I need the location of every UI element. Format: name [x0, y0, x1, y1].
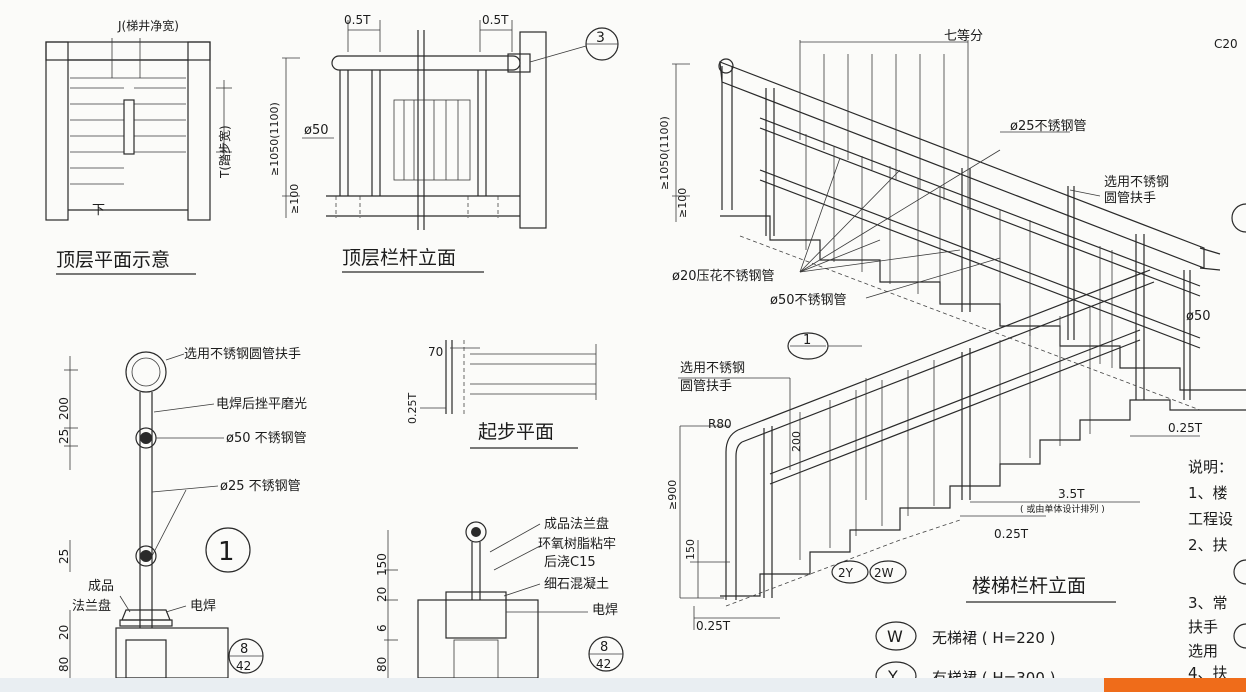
top-plan-view: J(梯井净宽) T(踏步宽) 下 顶层平面示意 [45, 18, 232, 275]
start-dim-025t: 0.25T [406, 393, 419, 424]
note-line-2: 工程设 [1188, 510, 1233, 528]
fine-concrete-label: 细石混凝土 [544, 576, 609, 592]
section-dim-20: 20 [57, 625, 71, 640]
top-plan-title: 顶层平面示意 [56, 249, 170, 271]
r80-label: R80 [708, 417, 732, 431]
dim-025t-left: 0.25T [696, 619, 731, 633]
top-railing-elevation: 0.5T 0.5T ≥1050(1100) ≥100 ø50 3 顶层栏杆立面 [268, 13, 619, 273]
embossed-tube-label: ø20压花不锈钢管 [672, 268, 775, 284]
flange-label-1: 成品 [88, 579, 114, 594]
handrail-label-1: 选用不锈钢 [1104, 175, 1169, 190]
base-dim-6: 6 [375, 624, 389, 632]
svg-text:W: W [887, 627, 903, 646]
tube-50-label: ø50不锈钢管 [770, 293, 847, 308]
dim-half-t-right: 0.5T [482, 13, 509, 27]
dia-50-label: ø50 [304, 123, 329, 138]
svg-text:42: 42 [236, 659, 251, 673]
base-dim-20: 20 [375, 587, 389, 602]
accent-button[interactable] [1104, 678, 1246, 692]
note-line-7: 4、扶 [1188, 664, 1228, 682]
stair-railing-elevation: 七等分 ø25不锈钢管 选用不锈钢 圆管扶手 ø20压花不锈钢管 ø50不锈钢管… [658, 28, 1246, 633]
handrail-section: 选用不锈钢圆管扶手 电焊后挫平磨光 ø50 不锈钢管 ø25 不锈钢管 200 … [57, 347, 307, 679]
ref-8-42-right: 8 42 [588, 636, 624, 672]
svg-text:1: 1 [218, 537, 235, 567]
section-tube-50-label: ø50 不锈钢管 [226, 431, 307, 446]
dim-35t: 3.5T [1058, 487, 1085, 501]
base-flange-label: 成品法兰盘 [544, 516, 609, 532]
callout-1-stair: 1 [787, 332, 862, 360]
epoxy-label: 环氧树脂粘牢 [538, 537, 616, 552]
start-plan-title: 起步平面 [478, 421, 554, 443]
callout-3: 3 [529, 27, 619, 63]
tag-2w: 2W [869, 560, 907, 584]
svg-text:8: 8 [600, 640, 608, 655]
callout-1-section: 1 [205, 527, 251, 573]
note-line-5: 扶手 [1188, 618, 1218, 636]
section-dim-25b: 25 [57, 549, 71, 564]
notes: 说明： 1、楼 工程设 2、扶 3、常 扶手 选用 4、扶 [1188, 203, 1246, 682]
seven-equal-parts-label: 七等分 [944, 28, 983, 44]
flange-label-2: 法兰盘 [72, 598, 111, 614]
top-rail-title: 顶层栏杆立面 [342, 247, 456, 269]
section-dim-80: 80 [57, 657, 71, 672]
base-dim-150: 150 [375, 553, 389, 576]
dim-150: 150 [684, 539, 697, 560]
section-handrail-label: 选用不锈钢圆管扶手 [184, 347, 301, 362]
svg-text:2Y: 2Y [838, 566, 854, 580]
dim-half-t-left: 0.5T [344, 13, 371, 27]
tag-2y: 2Y [831, 560, 869, 584]
tread-width-label: T(踏步宽) [217, 125, 232, 179]
stair-rail-title: 楼梯栏杆立面 [972, 575, 1086, 597]
dim-025t-mid: 0.25T [994, 527, 1029, 541]
legend-item-w: W 无梯裙 ( H=220 ) [875, 621, 1056, 651]
dim-900: ≥900 [666, 480, 679, 510]
dim-rail-height: ≥1050(1100) [268, 102, 281, 176]
note-line-3: 2、扶 [1188, 536, 1228, 554]
start-plan-view: 70 0.25T 起步平面 [406, 340, 597, 449]
svg-text:3: 3 [596, 30, 605, 46]
bottom-toolbar-strip [0, 678, 1246, 692]
ref-8-42-left: 8 42 [228, 638, 264, 674]
svg-text:1: 1 [803, 333, 811, 348]
top-right-code: C20 [1214, 37, 1238, 51]
section-dim-25a: 25 [57, 429, 71, 444]
note-line-1: 1、楼 [1188, 484, 1228, 502]
base-dim-80: 80 [375, 657, 389, 672]
section-dim-200: 200 [57, 397, 71, 420]
dim-200: 200 [790, 431, 803, 452]
lower-handrail-label-1: 选用不锈钢 [680, 361, 745, 376]
lower-handrail-label-2: 圆管扶手 [680, 379, 732, 394]
svg-text:8: 8 [240, 642, 248, 657]
section-weld-label: 电焊 [190, 598, 216, 614]
shaft-width-label: J(梯井净宽) [117, 18, 179, 33]
svg-text:无梯裙 ( H=220 ): 无梯裙 ( H=220 ) [932, 629, 1056, 647]
stair-dim-100: ≥100 [676, 188, 689, 218]
note-line-6: 选用 [1188, 642, 1218, 660]
svg-text:42: 42 [596, 657, 611, 671]
note-line-4: 3、常 [1188, 594, 1228, 612]
dim-35t-note: ( 或由单体设计排列 ) [1020, 503, 1105, 515]
start-dim-70: 70 [428, 345, 443, 359]
weld-polish-label: 电焊后挫平磨光 [216, 396, 307, 412]
svg-text:2W: 2W [874, 566, 894, 580]
dia-50-right-label: ø50 [1186, 309, 1211, 324]
handrail-label-2: 圆管扶手 [1104, 191, 1156, 206]
svg-text:Y: Y [887, 667, 898, 686]
base-weld-label: 电焊 [592, 602, 618, 618]
pour-c15-label: 后浇C15 [544, 555, 596, 570]
base-detail: 成品法兰盘 环氧树脂粘牢 后浇C15 细石混凝土 电焊 150 20 6 80 … [375, 516, 624, 679]
section-tube-25-label: ø25 不锈钢管 [220, 479, 301, 494]
notes-heading: 说明： [1188, 458, 1233, 476]
dim-025t-right: 0.25T [1168, 421, 1203, 435]
down-label: 下 [92, 203, 105, 218]
stair-dim-height: ≥1050(1100) [658, 116, 671, 190]
tube-25-label: ø25不锈钢管 [1010, 119, 1087, 134]
dim-100: ≥100 [288, 184, 301, 214]
